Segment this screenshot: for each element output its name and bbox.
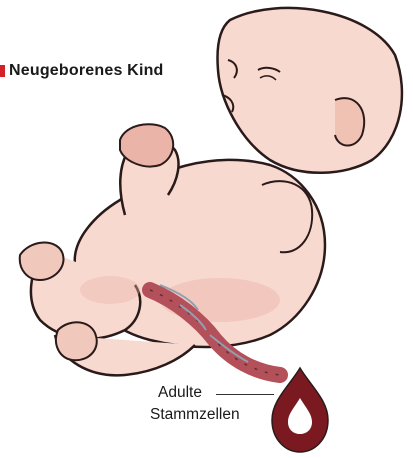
label-bullet	[0, 65, 5, 77]
adult-stem-cells-line1: Adulte	[150, 382, 240, 404]
baby-head	[218, 8, 402, 173]
newborn-label-text: Neugeborenes Kind	[9, 62, 164, 80]
newborn-label: Neugeborenes Kind	[0, 62, 164, 80]
adult-stem-cells-line2: Stammzellen	[150, 404, 240, 426]
adult-stem-cells-label: Adulte Stammzellen	[150, 382, 240, 426]
